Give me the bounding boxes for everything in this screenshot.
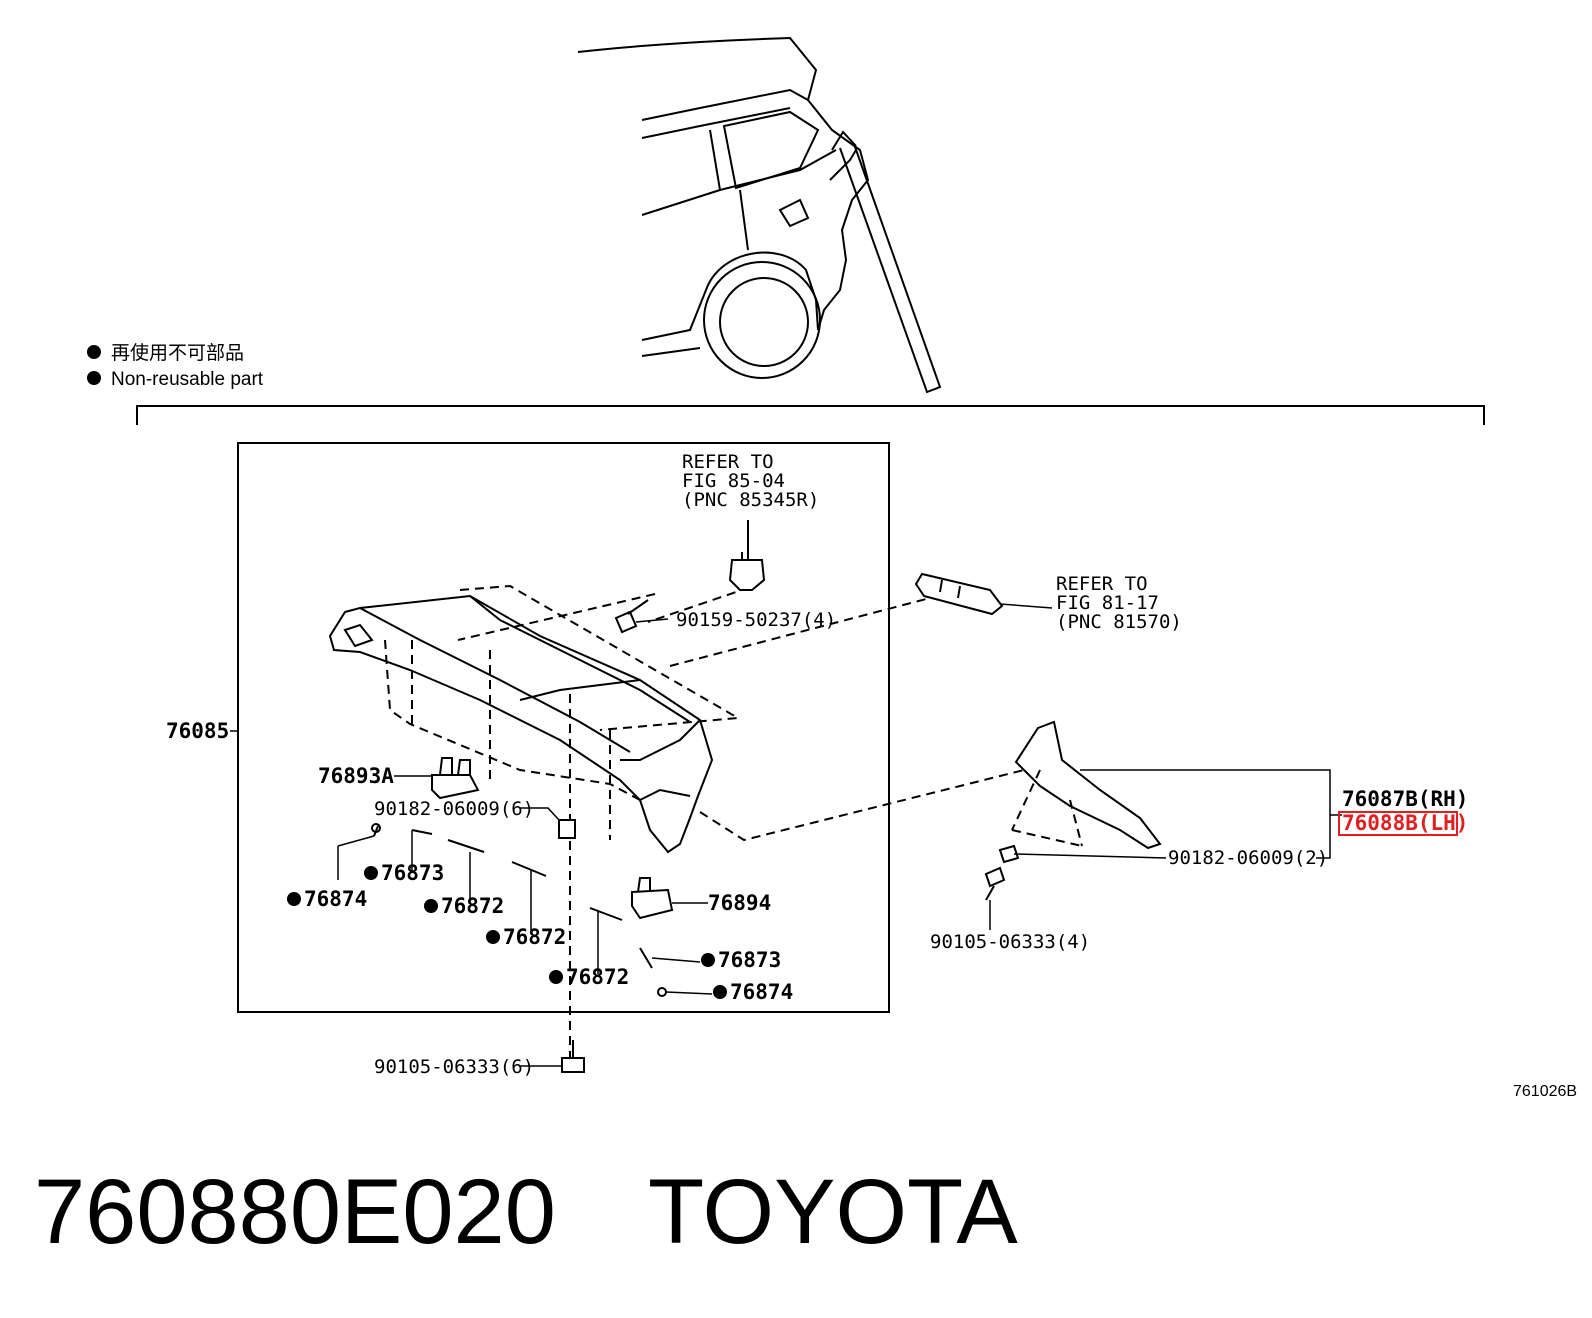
callout-76873-a: 76873 <box>381 861 444 885</box>
dashed-guides <box>384 552 1041 1060</box>
assembly-bracket <box>136 405 1485 425</box>
callout-nut-a: 90182-06009(6) <box>374 798 534 820</box>
part-number: 760880E020 <box>34 1161 556 1263</box>
leader-lines <box>230 603 1342 1067</box>
ref-81-line3: (PNC 81570) <box>1056 611 1182 633</box>
callout-76874-a: 76874 <box>304 887 367 911</box>
figure-id: 761026B <box>1513 1083 1577 1100</box>
ref-85-line3: (PNC 85345R) <box>682 489 819 511</box>
ref-81-line1: REFER TO <box>1056 573 1148 595</box>
callout-76872-b: 76872 <box>503 925 566 949</box>
ref-85-line1: REFER TO <box>682 451 774 473</box>
callout-76874-b: 76874 <box>730 980 793 1004</box>
ref-81-line2: FIG 81-17 <box>1056 592 1159 614</box>
side-garnish <box>984 720 1162 901</box>
callouts: 76085 76893A 90182-06009(6) 90159-50237(… <box>166 609 1468 1078</box>
reference-fig-85: REFER TO FIG 85-04 (PNC 85345R) <box>682 451 819 511</box>
callout-76873-b: 76873 <box>718 948 781 972</box>
callout-bolt-a: 90105-06333(6) <box>374 1056 534 1078</box>
legend: 再使用不可部品 Non-reusable part <box>87 342 264 390</box>
callout-76085: 76085 <box>166 719 229 743</box>
legend-jp: 再使用不可部品 <box>111 342 244 364</box>
callout-76894: 76894 <box>708 891 771 915</box>
rear-spoiler <box>328 594 714 854</box>
non-reusable-marker-icon <box>87 345 101 359</box>
highlight-box <box>1338 811 1458 836</box>
callout-screw: 90159-50237(4) <box>676 609 836 631</box>
callout-76872-c: 76872 <box>566 965 629 989</box>
non-reusable-marker-icon <box>701 953 715 967</box>
vehicle-rear-sketch <box>577 36 870 379</box>
non-reusable-marker-icon <box>486 930 500 944</box>
callout-bolt-b: 90105-06333(4) <box>930 931 1090 953</box>
brand-name: TOYOTA <box>648 1161 1018 1263</box>
non-reusable-marker-icon <box>549 970 563 984</box>
non-reusable-marker-icon <box>713 985 727 999</box>
non-reusable-marker-icon <box>87 371 101 385</box>
location-arrow <box>831 130 942 394</box>
non-reusable-marker-icon <box>287 892 301 906</box>
reference-fig-81: REFER TO FIG 81-17 (PNC 81570) <box>1056 573 1182 633</box>
spoiler-assembly-box <box>237 442 890 1013</box>
legend-en: Non-reusable part <box>111 369 264 390</box>
callout-76893a: 76893A <box>318 764 394 788</box>
callout-76087b: 76087B(RH) <box>1342 787 1468 811</box>
callout-76872-a: 76872 <box>441 894 504 918</box>
non-reusable-marker-icon <box>364 866 378 880</box>
callout-nut-b: 90182-06009(2) <box>1168 847 1328 869</box>
ref-85-line2: FIG 85-04 <box>682 470 785 492</box>
callout-76088b: 76088B(LH) <box>1342 811 1468 835</box>
non-reusable-marker-icon <box>424 899 438 913</box>
hardware-parts <box>371 520 1004 1073</box>
